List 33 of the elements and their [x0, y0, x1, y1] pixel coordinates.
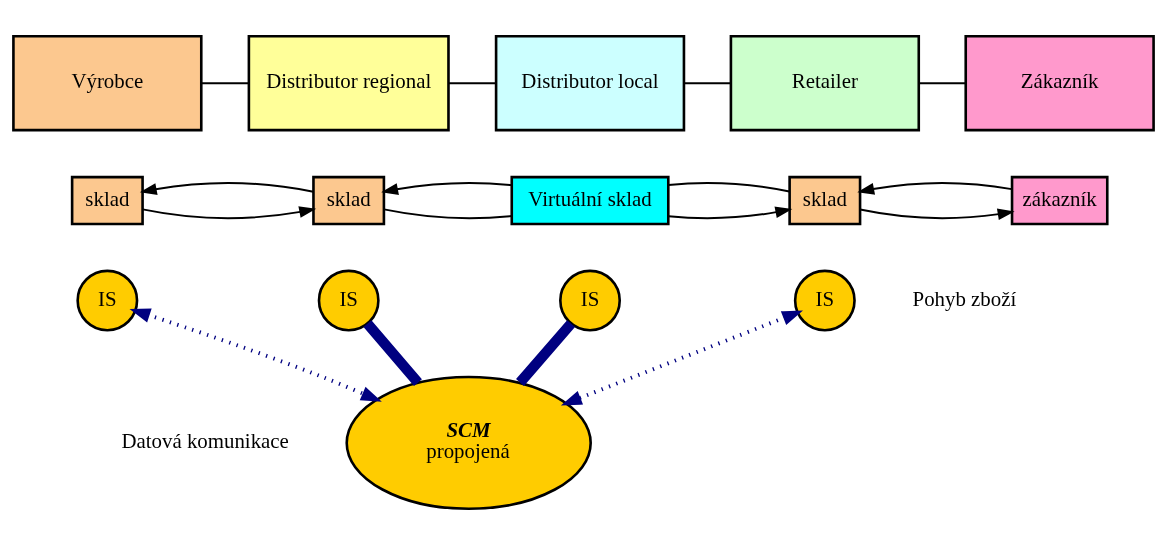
connector	[683, 82, 732, 85]
node-box: zákazník	[1010, 175, 1109, 226]
arrow	[857, 182, 1013, 195]
label: Datová komunikace	[121, 428, 289, 453]
arrow	[139, 182, 315, 195]
arrow	[859, 208, 1015, 221]
label: Pohyb zboží	[912, 286, 1017, 311]
connector	[667, 182, 791, 193]
connector	[516, 320, 575, 386]
node-box: sklad	[788, 175, 862, 226]
connector	[363, 320, 422, 386]
arrow	[560, 310, 803, 406]
node-box: Výrobce	[12, 34, 203, 132]
node-circle: IS	[559, 269, 621, 332]
connector	[447, 82, 497, 85]
arrow	[381, 182, 513, 195]
arrow	[141, 206, 317, 220]
node-box: Distributor local	[494, 34, 686, 132]
arrow	[667, 206, 793, 220]
node-circle: IS	[76, 269, 139, 332]
node-box: Virtuální sklad	[510, 175, 670, 226]
node-ellipse: SCM propojená	[345, 375, 592, 511]
node-box: sklad	[312, 175, 386, 226]
connector	[383, 208, 513, 220]
node-circle: IS	[793, 269, 856, 332]
node-box: Zákazník	[964, 34, 1155, 132]
connector	[917, 82, 967, 85]
connector	[200, 82, 250, 85]
node-box: Retailer	[729, 34, 921, 132]
node-circle: IS	[317, 269, 380, 332]
node-box: sklad	[70, 175, 144, 226]
arrow	[129, 308, 382, 402]
node-box: Distributor regional	[247, 34, 450, 132]
